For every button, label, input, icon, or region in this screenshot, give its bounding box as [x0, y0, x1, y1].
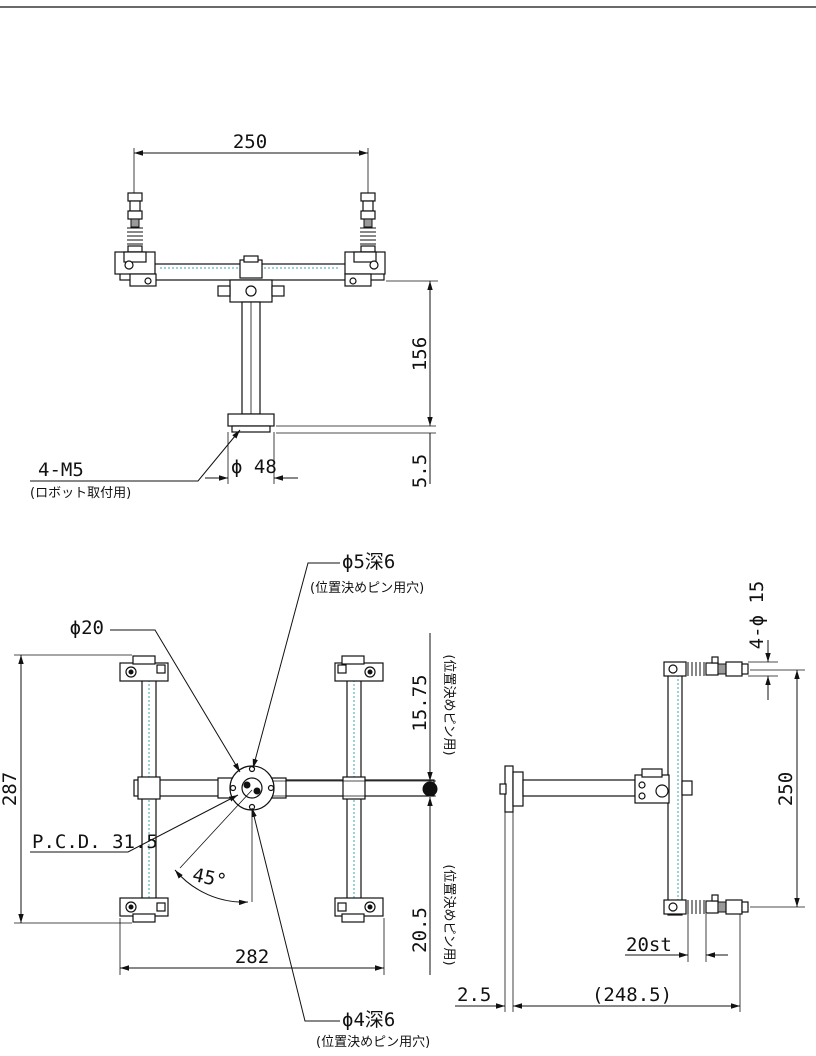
- top-view: 250: [30, 131, 438, 501]
- note-mount-thread: 4-M5: [38, 459, 84, 481]
- dim-front-width: 282: [235, 946, 269, 968]
- dim-pin-offset-top: 15.75: [409, 674, 431, 731]
- front-clamp-bottom-left: [119, 897, 169, 923]
- note-mount-purpose: (ロボット取付用): [30, 486, 131, 501]
- dim-front-height: 287: [0, 772, 21, 806]
- pin-position-marker: [422, 781, 438, 797]
- dim-side-height: 250: [775, 772, 797, 806]
- dim-top-width: 250: [233, 131, 267, 153]
- side-top-suction-cup: [663, 656, 749, 677]
- dim-side-pad-dia: 4-ϕ 15: [746, 581, 768, 650]
- note-pin-use-bottom: (位置決めピン用): [441, 864, 456, 965]
- front-clamp-top-right: [334, 655, 384, 682]
- front-view: 287: [0, 551, 456, 1050]
- side-view: 4-ϕ 15 250 20st 2.5 (248.5): [455, 581, 805, 1012]
- dim-pcd: P.C.D. 31.5: [32, 831, 158, 853]
- side-bottom-suction-cup: [663, 894, 749, 915]
- note-pin-use-top: (位置決めピン用): [441, 654, 456, 755]
- top-right-suction-cup: [360, 192, 376, 253]
- front-clamp-bottom-right: [334, 897, 384, 923]
- dim-top-base-thickness: 5.5: [409, 454, 431, 488]
- note-hub-dia: ϕ20: [70, 617, 104, 639]
- dim-side-length: (248.5): [592, 984, 672, 1006]
- note-pin-hole-4-purpose: (位置決めピン用穴): [316, 1035, 430, 1050]
- dim-side-stroke: 20st: [626, 934, 672, 956]
- top-flange: [227, 413, 275, 427]
- note-pin-hole-5: ϕ5深6: [342, 551, 395, 573]
- note-pin-hole-4: ϕ4深6: [342, 1009, 395, 1031]
- dim-side-plate: 2.5: [457, 984, 491, 1006]
- dim-pin-offset-bottom: 20.5: [409, 907, 431, 953]
- front-clamp-top-left: [119, 655, 169, 682]
- dim-top-height: 156: [409, 337, 431, 371]
- note-pin-hole-5-purpose: (位置決めピン用穴): [310, 581, 424, 596]
- dim-top-flange-dia: ϕ 48: [231, 456, 277, 478]
- top-left-suction-cup: [127, 192, 143, 253]
